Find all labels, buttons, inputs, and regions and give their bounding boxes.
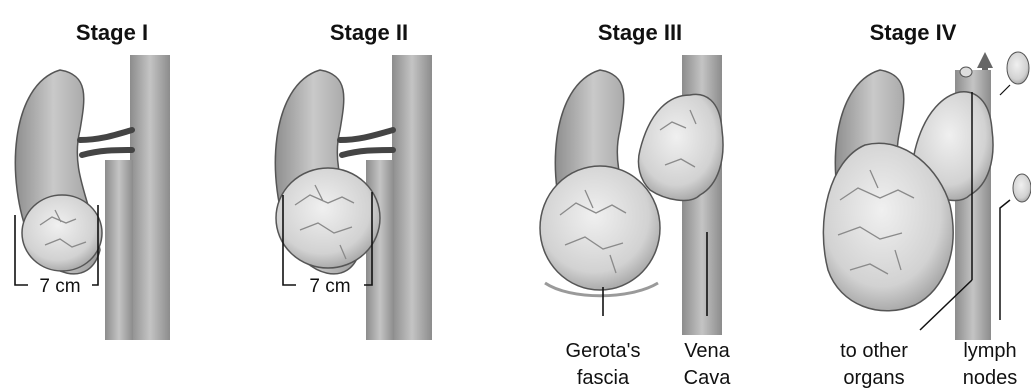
lymph-nodes-label-line-1: lymph [963,340,1016,362]
stage-1-vena-cava [105,160,133,340]
vena-cava-label-line-2: Cava [684,367,732,389]
lymph-node-2 [1007,52,1029,84]
stage-1-tumor [22,195,102,271]
vena-cava-label-line-1: Vena [684,340,730,362]
to-other-organs-label-line-2: organs [843,367,904,389]
lymph-nodes-label-line-2: nodes [963,367,1018,389]
lymph-node-1 [960,67,972,77]
lymph-node-connector [1000,85,1010,95]
stage-1-renal-vessels [80,130,132,155]
stage-3-title: Stage III [598,20,682,45]
lymph-node-3 [1013,174,1031,202]
stage-2-panel: Stage II 7 cm [275,20,432,340]
gerotas-fascia-label-line-1: Gerota's [566,340,641,362]
stage-3-tumor [540,166,660,290]
stage-3-vein-tumor-extension [638,94,723,200]
lymph-nodes-pointer [1000,200,1010,320]
stage-3-panel: Stage III Gerota's fascia Vena Cava [540,20,731,389]
gerotas-fascia-label-line-2: fascia [577,367,630,389]
stage-2-aorta [392,55,432,340]
stage-1-title: Stage I [76,20,148,45]
stage-1-measure-label: 7 cm [39,276,80,297]
stage-2-vena-cava [366,160,394,340]
to-other-organs-label-line-1: to other [840,340,908,362]
stage-2-title: Stage II [330,20,408,45]
stage-2-renal-vessels [340,130,393,155]
stage-1-aorta [130,55,170,340]
stage-1-panel: Stage I 7 cm [15,20,170,340]
stage-2-tumor [276,168,380,268]
stage-4-panel: Stage IV to other organs lymph nodes [823,20,1031,389]
stage-2-measure-label: 7 cm [309,276,350,297]
stage-4-title: Stage IV [870,20,957,45]
